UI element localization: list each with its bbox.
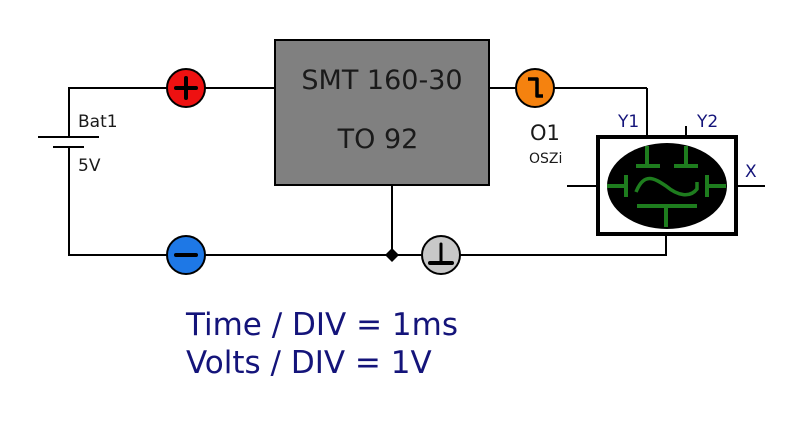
channel-x-label: X [745, 162, 757, 182]
sensor-component[interactable]: SMT 160-30 TO 92 [274, 39, 490, 186]
time-div-setting: Time / DIV = 1ms [185, 307, 458, 343]
negative-terminal[interactable] [166, 235, 206, 275]
oscilloscope[interactable] [596, 135, 738, 236]
output-terminal-circle [515, 68, 555, 108]
battery-voltage: 5V [78, 156, 101, 176]
positive-terminal[interactable] [166, 68, 206, 108]
oscilloscope-type: OSZi [529, 151, 562, 167]
component-package: TO 92 [337, 124, 419, 155]
oscilloscope-name: O1 [530, 121, 560, 145]
plus-icon [174, 76, 198, 100]
wave-trace-icon [634, 176, 699, 197]
pulse-icon [528, 77, 543, 98]
ground-terminal[interactable] [421, 235, 461, 275]
channel-y2-label: Y2 [696, 112, 718, 132]
volts-div-setting: Volts / DIV = 1V [186, 345, 432, 381]
junction-dot [385, 248, 399, 262]
oscilloscope-plates [607, 146, 726, 227]
channel-y1-label: Y1 [617, 112, 639, 132]
output-terminal[interactable] [515, 68, 555, 108]
component-body [274, 39, 490, 186]
battery-symbol[interactable] [38, 136, 99, 148]
wire-battery-top [68, 87, 275, 136]
battery-name: Bat1 [78, 112, 118, 132]
wire-battery-bottom [68, 148, 667, 256]
ground-icon [428, 242, 454, 265]
component-name: SMT 160-30 [301, 65, 462, 96]
